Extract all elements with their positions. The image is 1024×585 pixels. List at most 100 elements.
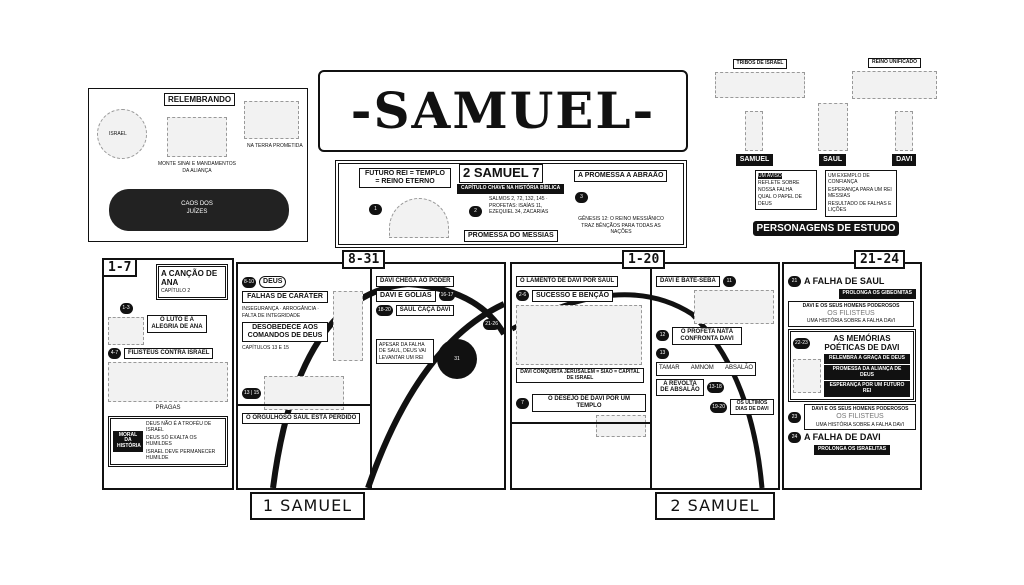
banner-1-samuel: 1 SAMUEL xyxy=(250,492,365,520)
section-1-20: 1-20 O LAMENTO DE DAVI POR SAUL 2-6 SUCE… xyxy=(510,250,780,490)
moral-note: DEUS NÃO É A TROFÉU DE ISRAEL xyxy=(146,420,212,434)
moral-note: DEUS SÓ EXALTA OS HUMILDES xyxy=(146,434,197,448)
samuel-figure xyxy=(745,110,764,151)
revolt-label: A REVOLTA DE ABSALÃO xyxy=(656,378,704,397)
saul-note: UM AVISO xyxy=(758,172,782,180)
range-21-24: 21-24 xyxy=(854,250,906,269)
key-chapter-title: 2 SAMUEL 7 xyxy=(459,164,544,183)
badge-23: 23 xyxy=(788,411,801,423)
chaos-judges-band xyxy=(109,189,289,231)
saul-hunt-label: SAUL CAÇA DAVI xyxy=(395,304,455,316)
davi-power-label: DAVI CHEGA AO PODER xyxy=(376,276,455,287)
column-divider xyxy=(650,264,652,488)
jerusalem-label: DAVI CONQUISTA JERUSALÉM = SIÃO = CAPITA… xyxy=(516,367,644,384)
badge-22-23: 22-23 xyxy=(793,337,810,349)
ana-song-title: A CANÇÃO DE ANA xyxy=(161,269,223,288)
disobey-label: DESOBEDECE AOS COMANDOS DE DEUS xyxy=(242,322,328,343)
title-scroll: -SAMUEL- xyxy=(318,70,688,152)
saul-death-splatter: 31 xyxy=(437,338,477,379)
disobey-chapters: CAPÍTULOS 13 E 15 xyxy=(242,345,289,352)
ana-grief-label: O LUTO E A ALEGRIA DE ANA xyxy=(147,314,207,333)
abraham-note: GÊNESIS 12: O REINO MESSIÂNICO TRAZ BÊNÇ… xyxy=(578,216,664,235)
badge-13-15: 13 | 15 xyxy=(242,387,262,399)
sinai-label: MONTE SINAI E MANDAMENTOS DA ALIANÇA xyxy=(158,161,236,174)
deus-label: DEUS xyxy=(259,276,287,289)
davi-goliath-label: DAVI E GOLIAS xyxy=(376,289,436,302)
davi-arc xyxy=(512,292,765,488)
section-8-31: 8-31 8-10 DEUS FALHAS DE CARÁTER INSEGUR… xyxy=(236,250,506,490)
range-8-31: 8-31 xyxy=(342,250,386,269)
flaws-label: FALHAS DE CARÁTER xyxy=(242,291,328,304)
sinai-illustration xyxy=(167,117,227,157)
moral-box: MORAL DA HISTÓRIA DEUS NÃO É A TROFÉU DE… xyxy=(108,415,228,467)
davi-figure xyxy=(895,110,914,151)
philistines-label: OS FILISTEUS xyxy=(827,310,875,318)
column-divider xyxy=(370,264,372,488)
section-21-24: 21-24 21 A FALHA DE SAUL PROLONGA OS GIB… xyxy=(782,250,922,490)
moral-note: ISRAEL DEVE PERMANECER HUMILDE xyxy=(146,448,216,462)
lament-label: O LAMENTO DE DAVI POR SAUL xyxy=(516,276,619,287)
kingdom-label: REINO UNIFICADO xyxy=(868,58,921,68)
eternal-city-illustration xyxy=(389,198,449,238)
mighty-men-box-1: DAVI E OS SEUS HOMENS PODEROSOS OS FILIS… xyxy=(788,300,914,327)
flaw-items: INSEGURANÇA · ARROGÂNCIA · FALTA DE INTE… xyxy=(242,306,328,320)
davi-label: DAVI xyxy=(892,153,917,166)
saul-armored-figure xyxy=(333,291,363,362)
ana-figure xyxy=(108,316,144,345)
saul-label: SAUL xyxy=(819,153,847,166)
last-days-label: OS ÚLTIMOS DIAS DE DAVI xyxy=(730,399,774,415)
ana-song-chapter: CAPÍTULO 2 xyxy=(161,288,191,295)
range-1-7: 1-7 xyxy=(102,258,138,277)
key-chapter-subtitle: CAPÍTULO CHAVE NA HISTÓRIA BÍBLICA xyxy=(457,184,565,194)
proud-saul-label: O ORGULHOSO SAUL ESTÁ PERDIDO xyxy=(242,413,361,424)
recap-title: RELEMBRANDO xyxy=(164,93,236,107)
family-feud-scroll: TAMAR AMNOM ABSALÃO xyxy=(656,361,756,376)
end-note-box: APESAR DA FALHA DE SAUL, DEUS VAI LEVANT… xyxy=(376,338,434,365)
messiah-promise-label: PROMESSA DO MESSIAS xyxy=(464,230,558,243)
ana-badge: 1-3 xyxy=(119,302,133,314)
jerusalem-illustration xyxy=(516,304,642,365)
section-1-7: 1-7 A CANÇÃO DE ANA CAPÍTULO 2 1-3 O LUT… xyxy=(102,258,234,490)
badge-12: 12 xyxy=(656,330,669,342)
battle-illustration xyxy=(108,361,228,402)
absalao-label: ABSALÃO xyxy=(724,364,753,371)
badge-13-18: 13-18 xyxy=(707,381,724,393)
temple-label: O DESEJO DE DAVI POR UM TEMPLO xyxy=(532,394,646,413)
palace-illustration xyxy=(694,290,774,324)
philistines-label: OS FILISTEUS xyxy=(836,413,884,421)
page-title: -SAMUEL- xyxy=(350,81,656,140)
tribes-label: TRIBOS DE ISRAEL xyxy=(732,59,788,69)
saul-note: QUAL O PAPEL DE DEUS xyxy=(758,194,802,207)
poetic-item: PROMESSA DA ALIANÇA DE DEUS xyxy=(824,364,910,381)
nathan-label: O PROFETA NATÃ CONFRONTA DAVI xyxy=(672,327,742,345)
davi-notes: UM EXEMPLO DE CONFIANÇA ESPERANÇA PARA U… xyxy=(825,169,897,217)
badge-16-17: 16-17 xyxy=(438,290,456,302)
badge-13: 13 xyxy=(656,347,669,359)
poetic-item: RELEMBRA A GRAÇA DE DEUS xyxy=(824,354,910,364)
banner-2-samuel: 2 SAMUEL xyxy=(655,492,775,520)
badge-11: 11 xyxy=(722,276,736,287)
badge-7: 7 xyxy=(516,397,529,409)
ark-illustration xyxy=(596,415,646,438)
saul-figure xyxy=(817,102,848,151)
tamar-label: TAMAR xyxy=(659,364,680,371)
point-3-badge: 3 xyxy=(575,192,588,203)
mighty-men-box-2: DAVI E OS SEUS HOMENS PODEROSOS OS FILIS… xyxy=(804,403,916,431)
row-divider xyxy=(512,422,650,424)
recap-panel: RELEMBRANDO ISRAEL MONTE SINAI E MANDAME… xyxy=(88,88,308,242)
mighty-sub: UMA HISTÓRIA SOBRE A FALHA DAVI xyxy=(815,421,905,428)
israel-label: ISRAEL xyxy=(109,131,127,137)
davi-note: UM EXEMPLO DE CONFIANÇA xyxy=(828,172,870,186)
badge-2-6: 2-6 xyxy=(516,290,529,302)
saul-note: REFLETE SOBRE NOSSA FALHA xyxy=(758,180,800,193)
plague-label: PRAGAS xyxy=(155,404,181,411)
range-1-20: 1-20 xyxy=(622,250,666,269)
success-label: SUCESSO E BENÇÃO xyxy=(532,289,614,302)
philistines-badge: 4-7 xyxy=(108,347,121,359)
characters-title: PERSONAGENS DE ESTUDO xyxy=(752,220,900,237)
badge-19-20: 19-20 xyxy=(710,401,727,413)
saul-notes: UM AVISO REFLETE SOBRE NOSSA FALHA QUAL … xyxy=(755,169,817,211)
death-number: 31 xyxy=(454,355,460,362)
poetic-item: ESPERANÇA POR UM FUTURO REI xyxy=(824,381,910,397)
davi-harp-figure xyxy=(793,358,821,393)
